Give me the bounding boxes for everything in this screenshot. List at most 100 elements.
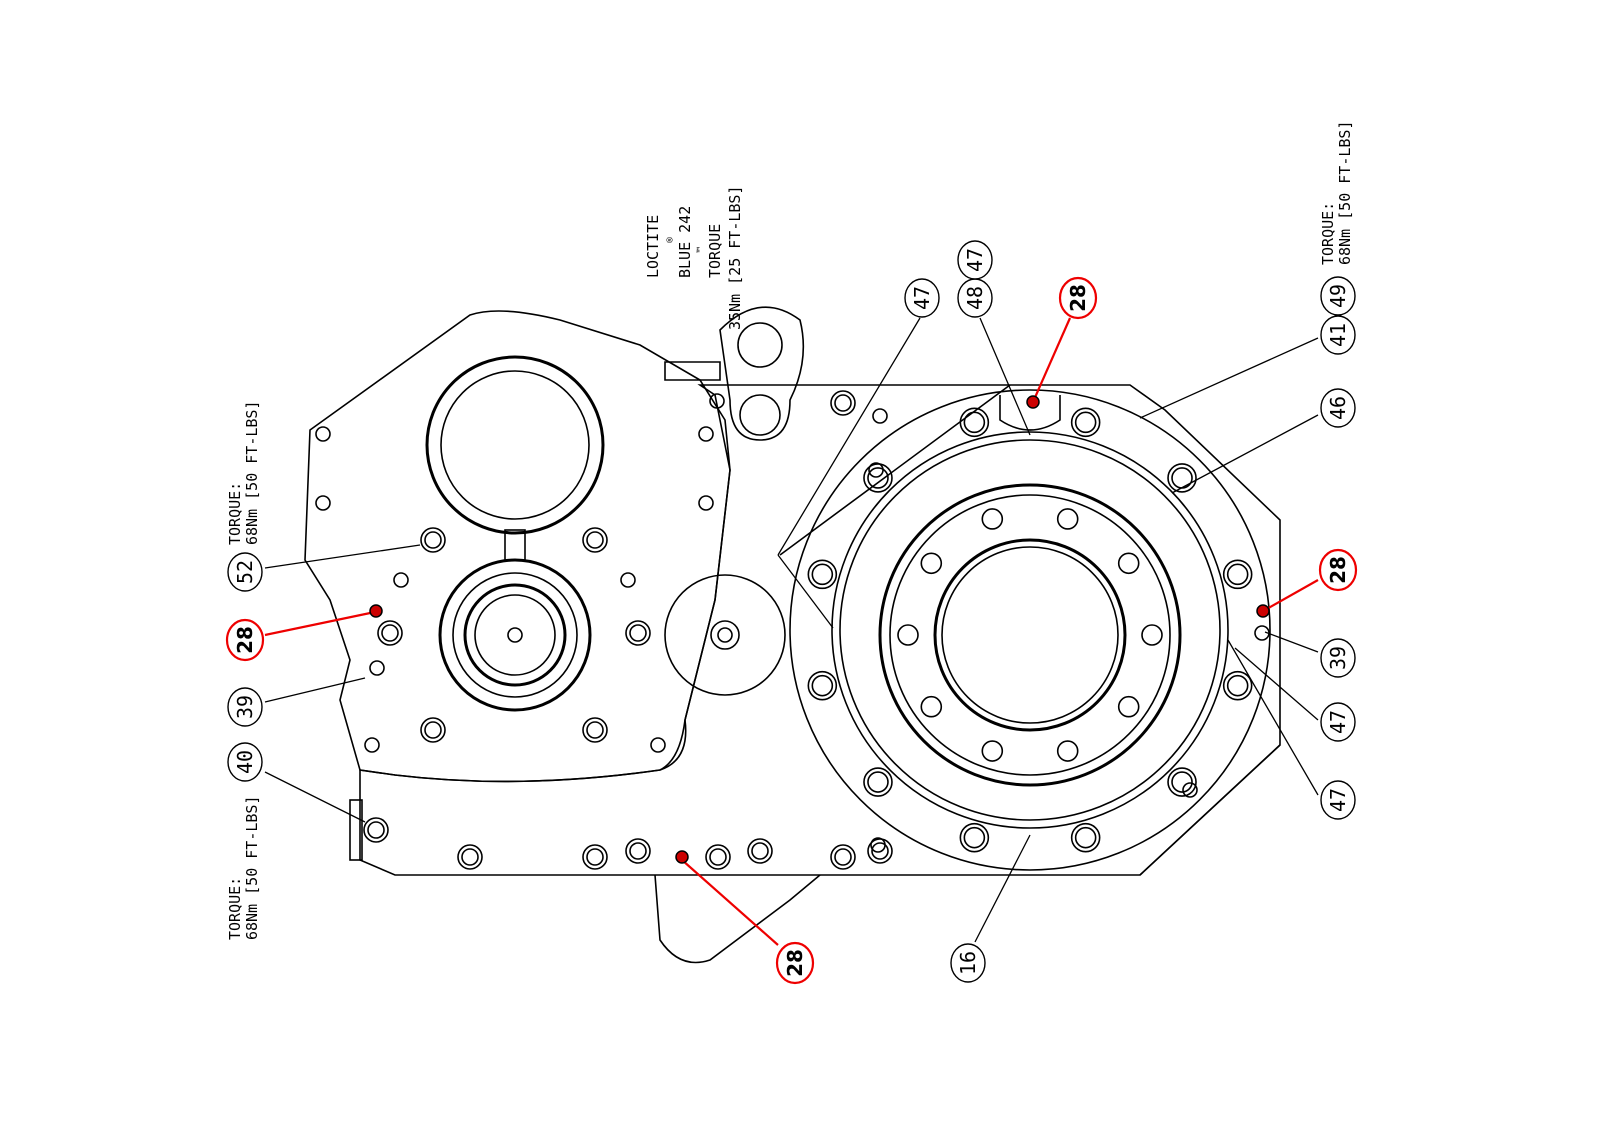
bolt-hole: [1117, 695, 1140, 718]
balloon-49: 49: [1320, 276, 1356, 316]
bolt-hole: [863, 767, 893, 797]
bolt-hole: [1226, 674, 1249, 697]
svg-text:TORQUE:: TORQUE:: [226, 482, 244, 545]
svg-text:28: 28: [783, 949, 807, 977]
bolt-hole: [709, 393, 725, 409]
balloon-16: 16: [950, 943, 986, 983]
bolt-hole: [709, 848, 727, 866]
bolt-hole: [461, 848, 479, 866]
svg-text:BLUE 242: BLUE 242: [676, 206, 694, 278]
balloon-28-red: 28: [775, 941, 815, 985]
bolt-hole: [582, 844, 608, 870]
svg-text:35Nm [25 FT-LBS]: 35Nm [25 FT-LBS]: [726, 186, 744, 331]
bolt-hole: [867, 838, 893, 864]
bolt-hole: [1171, 771, 1193, 793]
bolt-hole: [920, 695, 943, 718]
bolt-hole: [629, 624, 647, 642]
bolt-hole: [698, 495, 714, 511]
bolt-hole: [834, 848, 852, 866]
balloon-41: 41: [1320, 315, 1356, 355]
bolt-hole: [1222, 559, 1253, 590]
bolt-hole: [867, 771, 889, 793]
bolt-hole: [1167, 463, 1197, 493]
bolt-hole: [897, 624, 919, 646]
balloon-28-red: 28: [1058, 276, 1098, 320]
svg-text:47: 47: [963, 248, 987, 272]
loctite-note: LOCTITE ® BLUE 242 ™ TORQUE 35Nm [25 FT-…: [644, 186, 744, 331]
bolt-hole: [367, 821, 385, 839]
svg-text:68Nm [50 FT-LBS]: 68Nm [50 FT-LBS]: [243, 401, 261, 546]
housing-outline: [304, 310, 1281, 964]
bolt-hole: [1056, 508, 1079, 530]
svg-text:47: 47: [910, 286, 934, 310]
svg-text:®: ®: [665, 236, 676, 243]
bolt-hole: [705, 844, 731, 870]
bolt-hole: [381, 624, 399, 642]
main-bearing-section: [789, 389, 1271, 871]
highlighted-bolts: [369, 395, 1270, 864]
balloon-48: 48: [957, 278, 993, 318]
balloon-39: 39: [1320, 638, 1356, 678]
bolt-hole: [963, 826, 986, 849]
bolt-hole: [582, 527, 608, 553]
bracket: [719, 306, 805, 441]
svg-text:40: 40: [233, 750, 257, 774]
bolt-hole: [1070, 822, 1101, 853]
bolt-hole: [369, 660, 385, 676]
bolt-hole: [393, 572, 409, 588]
svg-text:46: 46: [1326, 396, 1350, 420]
bolt-hole: [751, 842, 769, 860]
bolt-hole: [1167, 767, 1197, 797]
torque-note-left-top: TORQUE: 68Nm [50 FT-LBS]: [226, 401, 261, 546]
bolt-hole: [586, 848, 604, 866]
svg-text:39: 39: [233, 695, 257, 719]
bolt-hole: [863, 463, 893, 493]
bolt-hole: [315, 495, 331, 511]
svg-text:39: 39: [1326, 646, 1350, 670]
bolt-hole: [586, 531, 604, 549]
bolt-hole: [629, 842, 647, 860]
svg-text:16: 16: [956, 951, 980, 975]
balloon-47: 47: [1320, 780, 1356, 820]
balloon-47: 47: [904, 278, 940, 318]
balloon-47: 47: [1320, 702, 1356, 742]
svg-text:68Nm [50 FT-LBS]: 68Nm [50 FT-LBS]: [243, 796, 261, 941]
bolt-hole: [1074, 411, 1097, 434]
bolt-hole: [420, 527, 446, 553]
bolt-hole: [582, 717, 608, 743]
bolt-hole: [1171, 467, 1193, 489]
svg-text:TORQUE:: TORQUE:: [226, 877, 244, 940]
bolt-hole: [1056, 740, 1079, 762]
callout-balloons: 47 48 47 28 41 49 46 28 39 47 47 16 28 4…: [225, 240, 1358, 985]
bolt-hole: [457, 844, 483, 870]
bolt-hole: [959, 407, 990, 438]
bolt-hole: [834, 394, 852, 412]
svg-text:47: 47: [1326, 788, 1350, 812]
svg-text:28: 28: [1066, 284, 1090, 312]
bolt-hole: [1226, 563, 1249, 586]
bolt-hole: [920, 552, 943, 575]
bolt-hole: [830, 844, 856, 870]
bolt-hole: [1141, 624, 1163, 646]
bolt-hole: [807, 670, 838, 701]
bolt-hole: [1070, 407, 1101, 438]
svg-text:49: 49: [1326, 284, 1350, 308]
bolt-hole: [981, 508, 1004, 530]
bolt-hole: [867, 467, 889, 489]
bolt-hole: [747, 838, 773, 864]
bolt-hole: [424, 531, 442, 549]
svg-text:48: 48: [963, 286, 987, 310]
balloon-39: 39: [227, 687, 263, 727]
bolt-hole: [959, 822, 990, 853]
bolt-hole: [872, 408, 888, 424]
svg-text:68Nm [50 FT-LBS]: 68Nm [50 FT-LBS]: [1336, 121, 1354, 266]
torque-note-right-top: TORQUE: 68Nm [50 FT-LBS]: [1319, 121, 1354, 266]
svg-text:™: ™: [696, 247, 707, 253]
svg-text:41: 41: [1326, 323, 1350, 347]
bolt-hole: [420, 717, 446, 743]
bolt-hole: [650, 737, 666, 753]
svg-text:TORQUE:: TORQUE:: [1319, 202, 1337, 265]
leader-lines: [264, 317, 1319, 946]
left-gear-section: [425, 355, 786, 712]
bolt-hole: [424, 721, 442, 739]
